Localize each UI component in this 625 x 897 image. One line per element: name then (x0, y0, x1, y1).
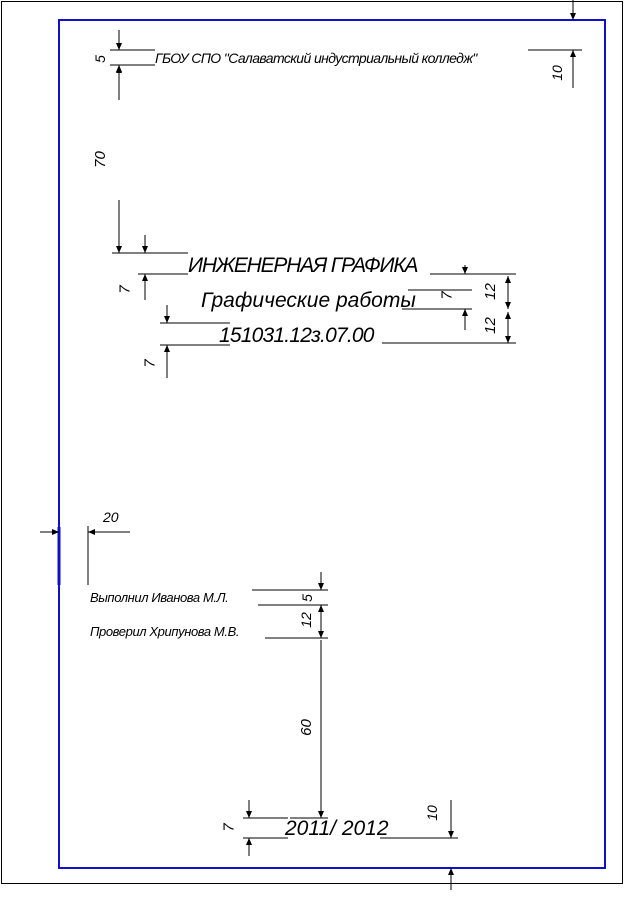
dim-title-spacing-2: 12 (481, 317, 499, 334)
academic-year: 2011/ 2012 (285, 817, 389, 840)
checked-by: Проверил Хрипунова М.В. (90, 624, 240, 639)
dim-top-margin: 10 (548, 65, 565, 81)
dim-year-height: 7 (220, 823, 238, 832)
dim-title-spacing-1: 12 (481, 283, 499, 300)
subject-title: ИНЖЕНЕРНАЯ ГРАФИКА (188, 254, 419, 277)
sheet-border (1, 1, 623, 884)
dim-subject-height: 7 (116, 285, 134, 294)
dim-code-height: 7 (141, 359, 159, 368)
dim-header-to-title: 70 (91, 151, 109, 168)
work-title: Графические работы (201, 289, 416, 312)
dim-bottom-margin: 10 (423, 805, 440, 821)
document-code: 151031.12з.07.00 (219, 324, 374, 347)
dim-work-height: 7 (438, 291, 456, 300)
inner-frame (58, 19, 606, 869)
dim-left-margin: 20 (103, 509, 119, 525)
performed-by: Выполнил Иванова М.Л. (90, 590, 229, 605)
dim-sign-spacing: 12 (297, 612, 314, 628)
dim-sign-height: 5 (298, 594, 315, 602)
college-name: ГБОУ СПО "Салаватский индустриальный кол… (155, 50, 477, 66)
dim-header-height: 5 (91, 55, 108, 63)
dim-sign-to-year: 60 (297, 719, 315, 736)
